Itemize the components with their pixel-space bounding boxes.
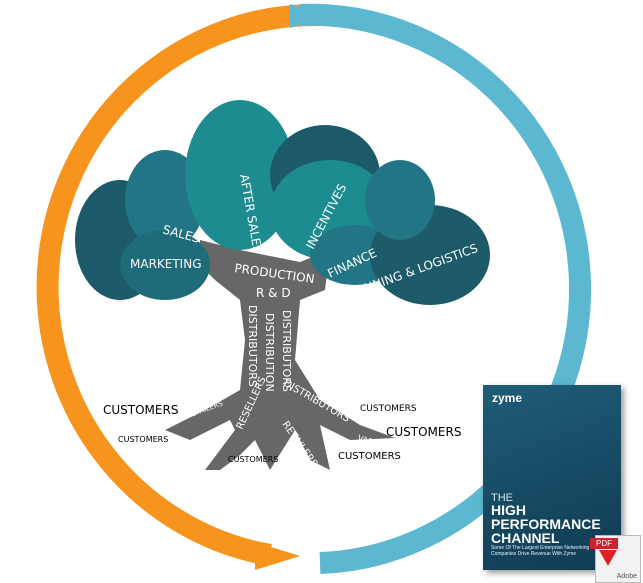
revenue-label: REVENUE bbox=[11, 197, 41, 340]
pdf-label: PDF bbox=[590, 538, 618, 549]
ebook-subtitle: Some Of The Largest Enterprise Networkin… bbox=[491, 545, 590, 557]
revenue-arrowhead bbox=[255, 542, 300, 570]
trunk-rnd: R & D bbox=[256, 286, 291, 300]
trunk-distributors-1: DISTRIBUTORS bbox=[246, 305, 259, 387]
customers-label: CUSTOMERS bbox=[103, 403, 178, 417]
customers-label: CUSTOMERS bbox=[228, 455, 278, 464]
customers-label: CUSTOMERS bbox=[386, 425, 461, 439]
revenue-arc bbox=[36, 3, 321, 566]
ebook-cover[interactable]: zyme THE HIGH PERFORMANCE CHANNEL Some O… bbox=[483, 385, 621, 570]
tree-canopy bbox=[75, 100, 490, 305]
product-arc bbox=[299, 3, 592, 574]
ebook-brand-logo: zyme bbox=[492, 391, 523, 405]
ebook-title-small: THE bbox=[491, 492, 513, 504]
trunk-distributors-2: DISTRIBUTORS bbox=[280, 310, 293, 392]
product-arrowhead bbox=[290, 4, 330, 28]
ebook-title: HIGH PERFORMANCE CHANNEL bbox=[491, 502, 601, 546]
download-arrow-icon bbox=[599, 550, 617, 566]
canopy-marketing: MARKETING bbox=[130, 257, 202, 271]
customers-label: CUSTOMERS bbox=[338, 451, 401, 462]
trunk-distribution: DISTRIBUTION bbox=[263, 313, 276, 392]
customers-label: CUSTOMERS bbox=[360, 404, 417, 414]
adobe-label: Adobe bbox=[616, 573, 637, 580]
customers-label: CUSTOMERS bbox=[118, 435, 168, 444]
product-label: PRODUCT bbox=[526, 225, 556, 373]
pdf-download-icon[interactable]: PDF Adobe bbox=[590, 535, 641, 583]
tree-trunk bbox=[165, 240, 395, 470]
